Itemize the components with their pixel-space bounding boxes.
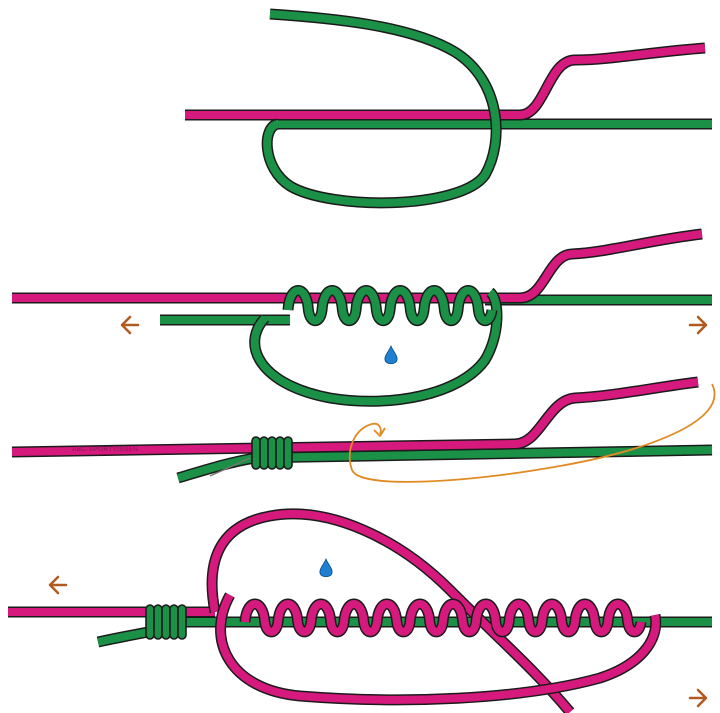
step-1-overlay-and-loop	[185, 8, 712, 209]
water-drop-icon	[384, 344, 398, 365]
curved-guide-arrow-icon	[348, 383, 716, 483]
arrow-right-icon	[688, 315, 708, 335]
arrow-left-icon	[48, 575, 68, 595]
pink-main-line	[185, 42, 706, 121]
pink-upper-loop	[206, 508, 575, 713]
step-2-wrap-tag-end	[12, 228, 712, 407]
pink-main-line	[11, 376, 699, 458]
green-main-line	[249, 444, 713, 464]
green-loop	[261, 8, 502, 209]
arrow-right-icon	[688, 688, 708, 708]
water-drop-icon	[319, 557, 333, 578]
arrow-left-icon	[120, 315, 140, 335]
trimmed-end	[209, 457, 251, 477]
step-4-wrap-second-end	[8, 508, 712, 713]
pink-main-line	[12, 228, 703, 304]
green-knot	[145, 604, 187, 640]
brand-label: ABC-SPORTVISSEN	[72, 446, 139, 453]
pink-lower-loop	[215, 592, 662, 706]
snugged-knot	[251, 436, 293, 470]
pink-wraps	[239, 598, 647, 638]
green-lower-loop	[249, 287, 503, 407]
green-wraps	[282, 285, 498, 326]
step-3-snug-first-knot	[11, 376, 716, 484]
